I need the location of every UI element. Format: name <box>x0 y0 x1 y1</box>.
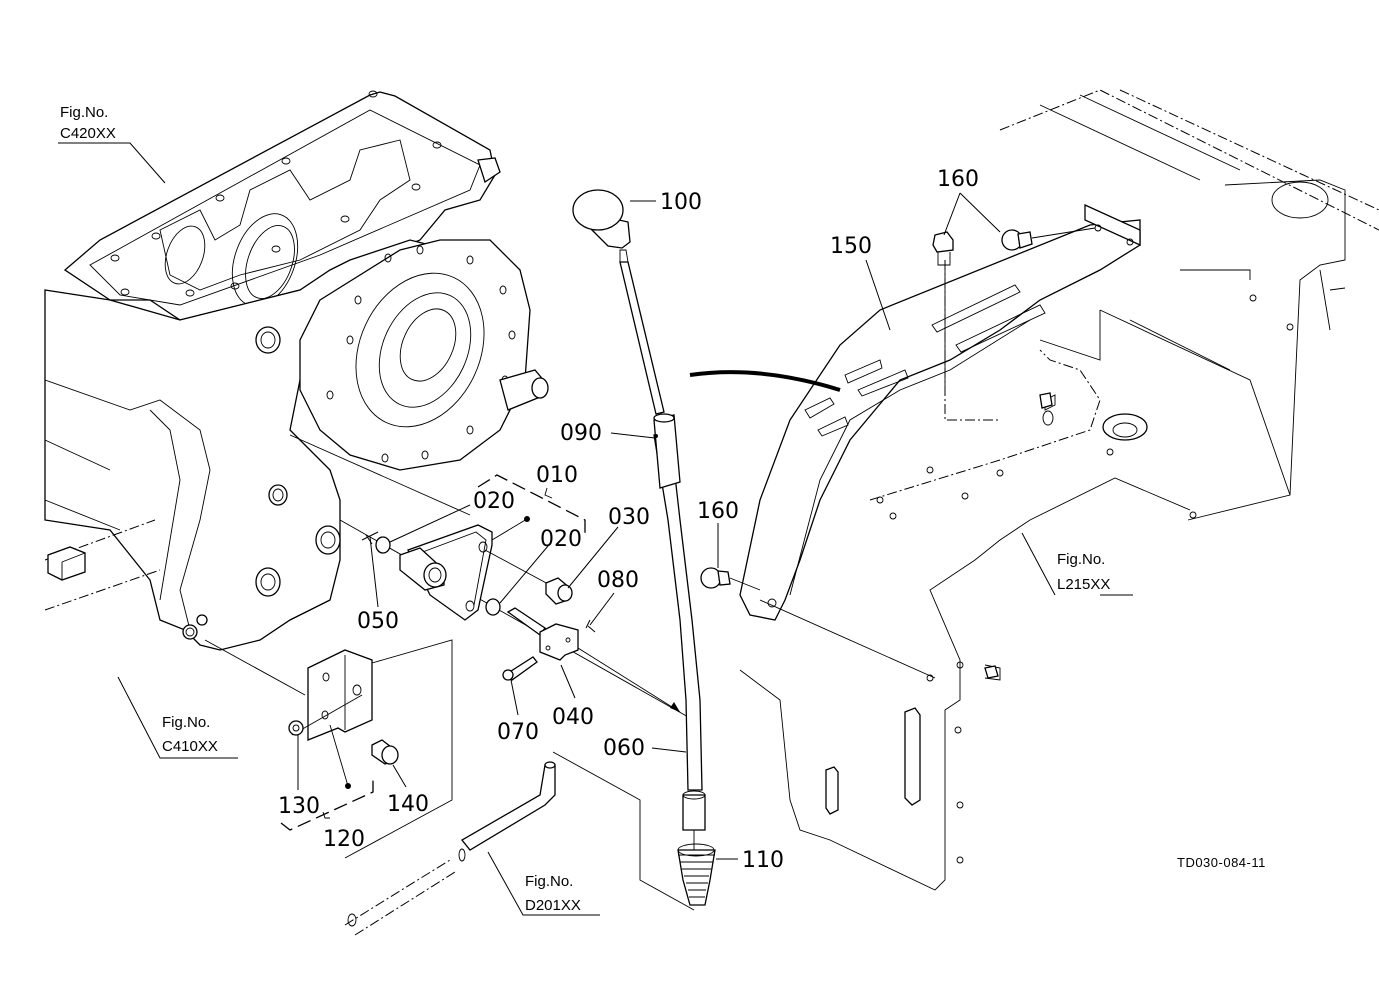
fig-ref-number: L215XX <box>1057 576 1110 593</box>
label-070[interactable]: 070 <box>497 720 539 745</box>
bolt-160-top <box>932 231 954 266</box>
fig-ref-l215[interactable]: Fig.No. L215XX <box>1021 532 1133 596</box>
guide-pipe-060 <box>653 431 703 791</box>
fender-floor-panel <box>739 89 1379 891</box>
label-140[interactable]: 140 <box>387 792 429 817</box>
bracket-150 <box>1084 203 1141 247</box>
part-labels: 100 090 010 020 020 030 050 080 040 070 … <box>278 167 1001 873</box>
bolt-160-lower <box>700 567 731 589</box>
cotter-pin-080 <box>585 619 596 633</box>
fig-ref-number: D201XX <box>525 897 581 914</box>
fig-ref-label: Fig.No. <box>162 714 210 731</box>
transmission-case <box>44 90 549 651</box>
panel-holes <box>876 448 1197 864</box>
leader-case-to-stay <box>204 639 306 696</box>
label-040[interactable]: 040 <box>552 705 594 730</box>
dipstick-rod <box>619 261 665 415</box>
bracket-assembly <box>375 516 551 621</box>
frame-bolt-holes <box>110 90 442 297</box>
bolt-140 <box>371 739 399 765</box>
nut-130 <box>288 720 304 736</box>
label-080[interactable]: 080 <box>597 568 639 593</box>
direction-arrow <box>689 370 841 392</box>
label-090[interactable]: 090 <box>560 421 602 446</box>
label-060[interactable]: 060 <box>603 736 645 761</box>
pin <box>506 607 546 636</box>
fig-ref-number: C410XX <box>162 738 218 755</box>
set-bracket-120 <box>280 775 374 831</box>
label-030[interactable]: 030 <box>608 505 650 530</box>
fig-ref-number: C420XX <box>60 125 116 142</box>
pipe-frame <box>552 751 695 911</box>
stay-120 <box>291 649 373 789</box>
bolt-030 <box>545 577 573 605</box>
label-100[interactable]: 100 <box>660 190 702 215</box>
fig-ref-c410[interactable]: Fig.No. C410XX <box>117 676 238 759</box>
set-bracket-010 <box>477 474 586 538</box>
label-050[interactable]: 050 <box>357 609 399 634</box>
label-160-a[interactable]: 160 <box>937 167 979 192</box>
holder-040 <box>539 623 579 661</box>
fig-ref-d201[interactable]: Fig.No. D201XX <box>487 851 600 916</box>
stud <box>1039 392 1053 409</box>
bolt-160-right <box>1001 229 1033 251</box>
fig-ref-label: Fig.No. <box>60 104 108 121</box>
drawing-code: TD030-084-11 <box>1177 855 1266 870</box>
label-110[interactable]: 110 <box>742 848 784 873</box>
grommet-110 <box>677 843 716 906</box>
leader-case-to-pipe <box>339 519 691 719</box>
bell-housing-bolts <box>326 245 516 463</box>
cap-100 <box>572 189 631 249</box>
label-020-a[interactable]: 020 <box>473 489 515 514</box>
label-130[interactable]: 130 <box>278 794 320 819</box>
pipe-collar <box>682 794 706 831</box>
label-150[interactable]: 150 <box>830 234 872 259</box>
label-010[interactable]: 010 <box>536 463 578 488</box>
label-120[interactable]: 120 <box>323 827 365 852</box>
leader-case-to-bracket <box>289 434 471 516</box>
hose-d201 <box>344 761 556 936</box>
fig-ref-label: Fig.No. <box>525 873 573 890</box>
label-160-b[interactable]: 160 <box>697 499 739 524</box>
case-bosses <box>182 326 341 640</box>
dipstick-tube-090 <box>653 413 681 489</box>
fig-ref-label: Fig.No. <box>1057 551 1105 568</box>
fig-ref-c420[interactable]: Fig.No. C420XX <box>58 104 166 184</box>
